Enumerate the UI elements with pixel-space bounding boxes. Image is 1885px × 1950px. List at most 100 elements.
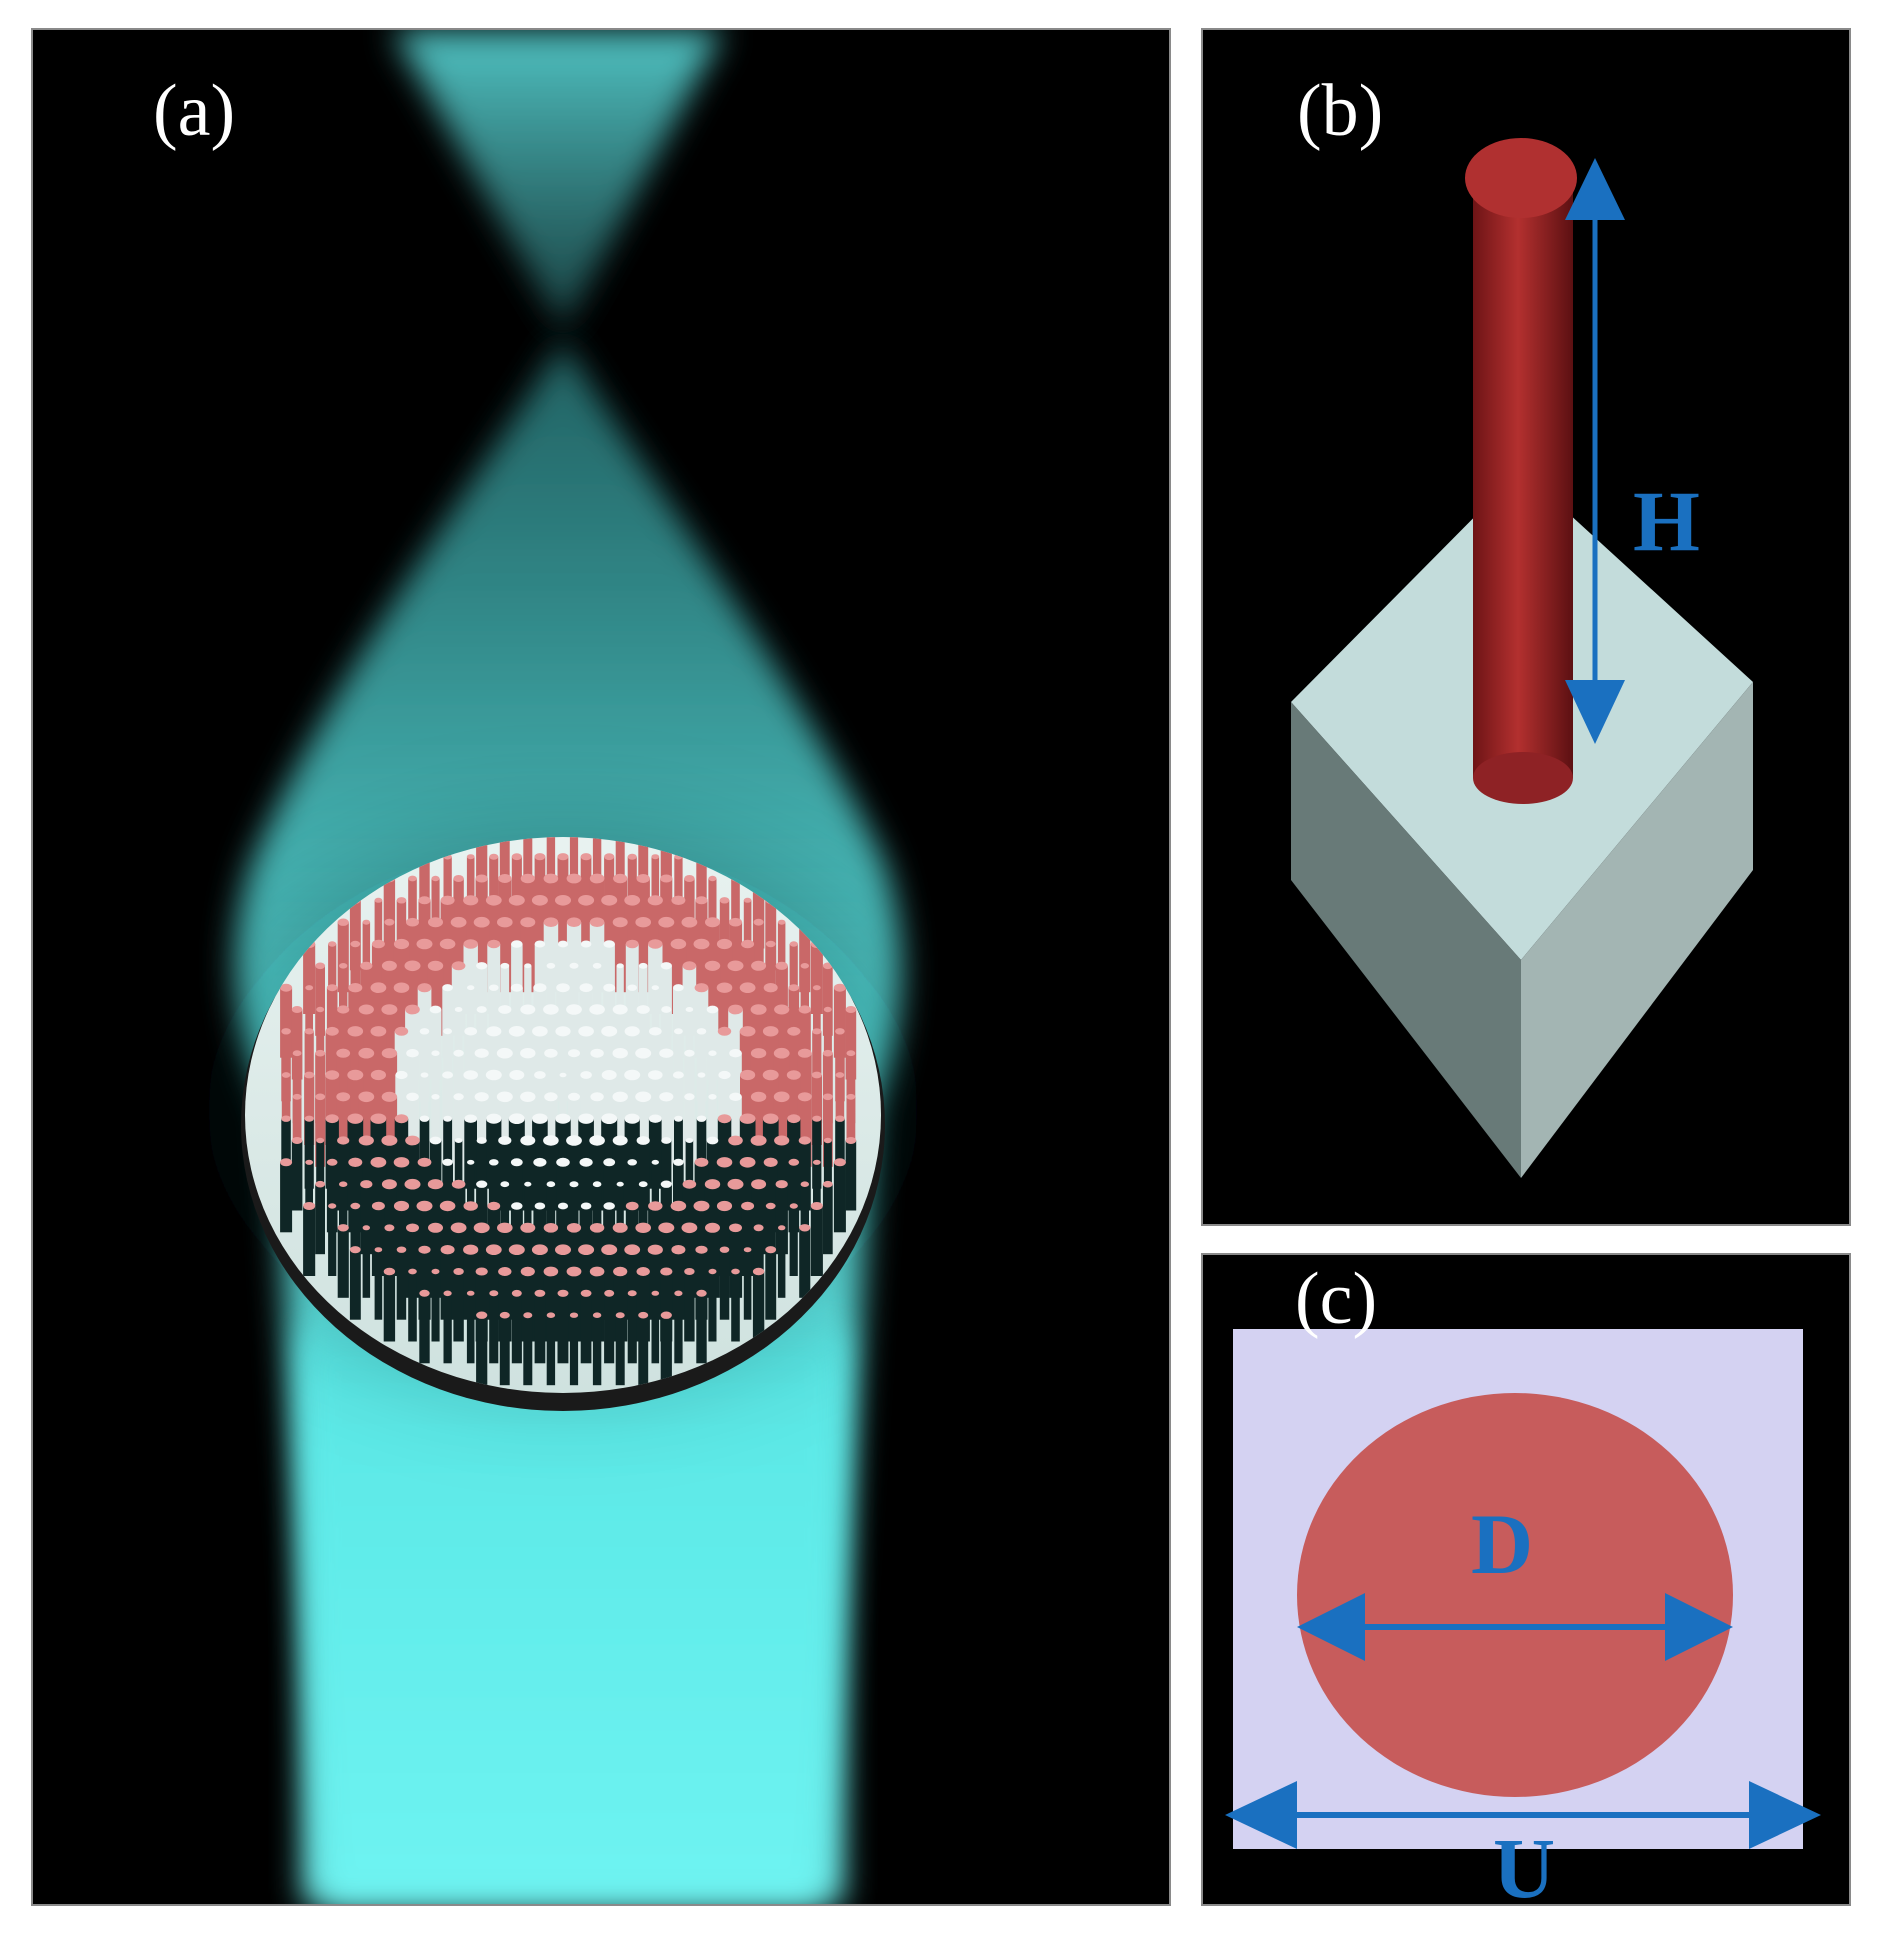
nanopillar xyxy=(627,856,637,927)
nanopillar-cap xyxy=(638,1311,649,1319)
nanopillar xyxy=(697,1075,706,1145)
nanopillar xyxy=(752,1271,765,1342)
nanopillar-cap xyxy=(336,1048,351,1058)
nanopillar-cap xyxy=(429,1136,442,1145)
substrate-right-face xyxy=(1521,682,1753,1178)
nanopillar-cap xyxy=(740,1069,756,1081)
nanopillar xyxy=(350,1206,361,1276)
nanopillar xyxy=(523,1315,533,1386)
nanopillar-cap xyxy=(647,895,663,906)
nanopillar-cap xyxy=(467,1159,475,1165)
nanopillar xyxy=(349,900,361,971)
nanopillar xyxy=(489,856,499,927)
nanopillar xyxy=(500,1184,510,1255)
nanopillar-cap xyxy=(427,960,444,971)
nanopillar-cap xyxy=(326,984,338,992)
nanopillar xyxy=(661,1140,672,1211)
nanopillar-cap xyxy=(727,960,744,972)
nanopillar xyxy=(489,1293,499,1364)
nanopillar-cap xyxy=(406,917,419,927)
nanopillar-cap xyxy=(328,1203,337,1209)
nanopillar-cap xyxy=(348,983,363,993)
nanopillar xyxy=(800,1184,809,1255)
nanopillar-cap xyxy=(590,1092,604,1102)
nanopillar xyxy=(580,1293,592,1364)
nanopillar-cap xyxy=(579,983,593,993)
nanopillar-cap xyxy=(393,982,410,993)
nanopillar-cap xyxy=(431,1268,440,1275)
nanopillar-cap xyxy=(601,1113,618,1124)
nanopillar xyxy=(569,1184,579,1255)
nanopillar-cap xyxy=(384,1224,395,1232)
nanopillar-cap xyxy=(578,1113,594,1124)
nanopillar xyxy=(788,987,800,1058)
nanopillar-cap xyxy=(485,895,502,906)
metalens-illustration: (a) xyxy=(113,30,1013,1904)
nanopillar xyxy=(823,1009,832,1080)
nanopillar xyxy=(708,1096,717,1167)
nanopillar xyxy=(674,1031,683,1102)
nanopillar-cap xyxy=(533,1157,547,1167)
nanopillar-cap xyxy=(555,1244,571,1255)
nanopillar-cap xyxy=(349,1246,361,1254)
nanopillar xyxy=(616,1184,624,1255)
nanopillar xyxy=(337,922,349,993)
nanopillar-cap xyxy=(648,1114,662,1123)
nanopillar-cap xyxy=(374,1247,383,1253)
nanopillar-cap xyxy=(532,1026,548,1037)
nanopillar xyxy=(706,1009,719,1080)
nanopillar-cap xyxy=(660,874,673,883)
nanopillar-cap xyxy=(520,1135,536,1146)
nanopillar-cap xyxy=(543,917,559,927)
nanopillar-cap xyxy=(695,1245,708,1254)
unit-cell-illustration: H (b) xyxy=(1291,70,1753,1178)
nanopillar-cap xyxy=(404,1178,421,1190)
nanopillar xyxy=(684,878,695,949)
nanopillar-cap xyxy=(651,854,660,860)
nanopillar-cap xyxy=(463,939,478,949)
nanopillar-cap xyxy=(453,1093,464,1101)
nanopillar-cap xyxy=(336,1092,351,1102)
nanopillar-cap xyxy=(416,938,433,950)
nanopillar xyxy=(833,1162,846,1233)
nanopillar-cap xyxy=(381,1004,398,1015)
nanopillar xyxy=(454,1009,463,1080)
nanopillar xyxy=(592,965,602,1036)
nanopillar-cap xyxy=(475,1267,488,1276)
nanopillar-cap xyxy=(671,895,686,905)
nanopillar-cap xyxy=(685,1138,694,1143)
nanopillar-cap xyxy=(428,917,443,928)
nanopillar-cap xyxy=(798,1136,811,1145)
nanopillar-cap xyxy=(544,1048,558,1058)
nanopillar-cap xyxy=(773,1047,790,1059)
nanopillar-cap xyxy=(601,1070,617,1080)
nanopillar xyxy=(822,965,833,1036)
nanopillar-cap xyxy=(316,1137,325,1144)
nanopillar xyxy=(304,1075,315,1145)
nanopillar-cap xyxy=(592,1312,602,1318)
nanopillar xyxy=(374,900,383,971)
nanopillar xyxy=(603,987,616,1058)
nanopillar xyxy=(651,1293,660,1364)
nanopillar xyxy=(466,856,475,927)
nanopillar-cap xyxy=(673,984,684,992)
diameter-label: D xyxy=(1471,1496,1533,1592)
nanopillar-cap xyxy=(624,1244,641,1255)
nanopillar-cap xyxy=(370,1157,387,1168)
nanopillar xyxy=(396,1249,407,1320)
nanopillar xyxy=(1465,138,1577,804)
nanopillar-cap xyxy=(429,1005,442,1014)
nanopillar xyxy=(292,1096,302,1167)
nanopillar-cap xyxy=(534,1289,546,1297)
nanopillar-cap xyxy=(708,1050,717,1056)
nanopillar-cap xyxy=(728,1004,743,1015)
nanopillar-cap xyxy=(291,1137,303,1144)
nanopillar xyxy=(835,1118,845,1189)
nanopillar xyxy=(488,987,499,1058)
nanopillar-cap xyxy=(681,916,698,928)
nanopillar-cap xyxy=(370,1113,387,1124)
nanopillar-cap xyxy=(497,917,513,928)
nanopillar-cap xyxy=(719,897,730,904)
nanopillar-cap xyxy=(417,983,432,993)
nanopillar-cap xyxy=(557,853,569,861)
